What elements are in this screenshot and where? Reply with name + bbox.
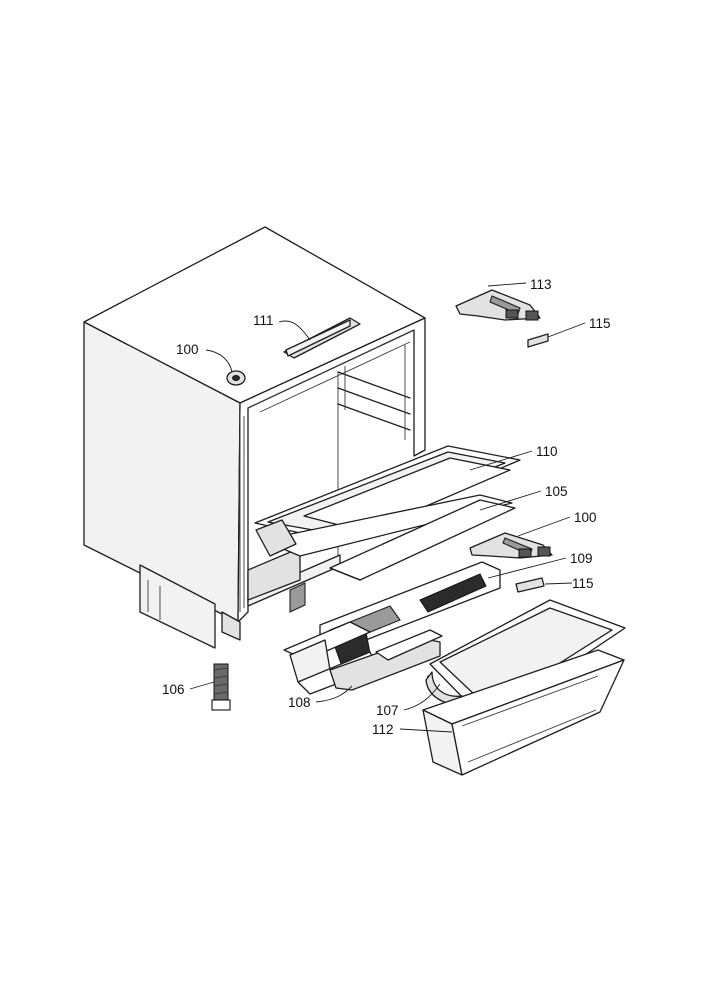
hinge-upper xyxy=(455,289,541,321)
callout-108: 108 xyxy=(288,695,311,710)
callout-109: 109 xyxy=(570,551,593,566)
glass-shelf-lower xyxy=(255,494,516,581)
crisper-drawer xyxy=(422,649,625,776)
cover-plate-upper xyxy=(527,333,549,348)
callout-105: 105 xyxy=(545,484,568,499)
adjustable-foot xyxy=(211,663,231,711)
crisper-tray xyxy=(283,621,443,695)
leader-lines xyxy=(189,282,586,733)
callout-115-lower: 115 xyxy=(572,576,594,591)
callout-106: 106 xyxy=(162,682,185,697)
callout-115-upper: 115 xyxy=(589,316,611,331)
callout-100-knob: 100 xyxy=(176,342,199,357)
callout-labels: 100 111 113 115 110 105 100 109 115 106 … xyxy=(162,277,611,737)
hinge-lower xyxy=(469,532,553,559)
drawer-handle-insert xyxy=(425,599,626,706)
callout-110: 110 xyxy=(536,444,558,459)
callout-111: 111 xyxy=(253,313,274,328)
callout-113: 113 xyxy=(530,277,552,292)
callout-107: 107 xyxy=(376,703,399,718)
callout-100-hinge: 100 xyxy=(574,510,597,525)
callout-112: 112 xyxy=(372,722,394,737)
cover-plate-lower xyxy=(515,577,545,593)
cabinet-body xyxy=(83,226,426,649)
glass-shelf-upper xyxy=(254,445,521,541)
